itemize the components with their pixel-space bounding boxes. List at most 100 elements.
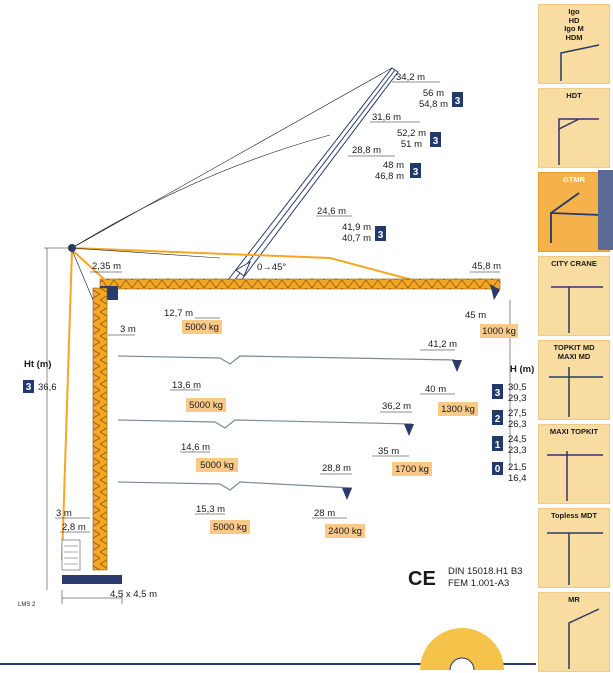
h-badge-2-text: 2	[495, 414, 501, 425]
crane-thumbnail-icon	[550, 192, 602, 243]
luffing-height-4b: 40,7 m	[342, 233, 371, 244]
luffing-reach-2: 31,6 m	[372, 112, 401, 123]
jib1-near: 12,7 m	[164, 308, 193, 319]
ht-badge	[23, 380, 34, 393]
main-jib	[71, 247, 501, 300]
footnote: LMS 2	[18, 602, 36, 608]
h-0b: 16,4	[508, 473, 527, 484]
model-mr[interactable]: MR	[538, 592, 610, 672]
jib3-tip-load-box	[392, 462, 432, 476]
model-topkit-md[interactable]: TOPKIT MD MAXI MD	[538, 340, 610, 420]
dim-3m-bottom: 3 m	[56, 508, 72, 519]
jib4-max: 28,8 m	[322, 463, 351, 474]
luffing-badge-1	[452, 92, 463, 107]
luffing-height-3a: 48 m	[383, 160, 404, 171]
crane-diagram: 34,2 m 56 m 54,8 m 3 31,6 m 52,2 m 51 m …	[0, 67, 536, 670]
luffing-badge-1-text: 3	[455, 96, 461, 107]
jib4-tip-load-box	[325, 524, 365, 538]
luffing-jib	[71, 67, 399, 283]
h-badge-0-text: 0	[495, 464, 501, 475]
crane-thumbnail-icon	[547, 451, 603, 501]
jib2-tip: 40 m	[425, 384, 446, 395]
luffing-badge-3-text: 3	[413, 167, 419, 178]
h-2a: 27,5	[508, 408, 527, 419]
model-city-crane[interactable]: CITY CRANE	[538, 256, 610, 336]
model-panel: Igo HD Igo M HDM HDT GTMR CITY CRANE TOP…	[536, 0, 613, 672]
h-2b: 26,3	[508, 419, 527, 430]
jib2-near-load: 5000 kg	[189, 400, 223, 411]
luffing-badge-2-text: 3	[433, 136, 439, 147]
jib1-max: 45,8 m	[472, 261, 501, 272]
luffing-badge-4	[375, 226, 386, 241]
luffing-reach-4: 24,6 m	[317, 206, 346, 217]
jib3-tip-load: 1700 kg	[395, 464, 429, 475]
luffing-badge-3	[410, 163, 421, 178]
h-1b: 23,3	[508, 445, 527, 456]
jib3-near-load-box	[196, 458, 238, 472]
h-badge-1	[492, 436, 503, 451]
norm-din: DIN 15018.H1 B3	[448, 566, 522, 577]
jib2-max: 41,2 m	[428, 339, 457, 350]
model-label: GTMR	[562, 175, 586, 184]
ht-value: 36,6	[38, 382, 57, 393]
luffing-height-2b: 51 m	[401, 139, 422, 150]
jib1-tip-load-box	[480, 324, 518, 338]
jib4-near-load-box	[210, 520, 250, 534]
luffing-height-3b: 46,8 m	[375, 171, 404, 182]
luffing-height-1a: 56 m	[423, 88, 444, 99]
jib2-near-load-box	[186, 398, 226, 412]
scrollbar-thumb[interactable]	[598, 170, 613, 250]
norm-fem: FEM 1.001-A3	[448, 578, 509, 589]
crane-thumbnail-icon	[560, 44, 600, 81]
jib2-near: 13,6 m	[172, 380, 201, 391]
luffing-height-1b: 54,8 m	[419, 99, 448, 110]
model-topless-mdt[interactable]: Topless MDT	[538, 508, 610, 588]
jib1-near-load: 5000 kg	[185, 322, 219, 333]
h-badge-3	[492, 384, 503, 399]
luffing-reach-1: 34,2 m	[396, 72, 425, 83]
h-badge-3-text: 3	[495, 388, 501, 399]
jib3-near: 14,6 m	[181, 442, 210, 453]
luffing-badge-2	[430, 132, 441, 147]
tower-mast	[61, 244, 122, 584]
ht-label: Ht (m)	[24, 359, 51, 370]
model-label: MR	[568, 595, 580, 604]
model-igo[interactable]: Igo HD Igo M HDM	[538, 4, 610, 84]
model-maxi-topkit[interactable]: MAXI TOPKIT	[538, 424, 610, 504]
jib3-tip: 35 m	[378, 446, 399, 457]
jib3-near-load: 5000 kg	[200, 460, 234, 471]
model-label: CITY CRANE	[551, 259, 597, 268]
dim-3m-top: 3 m	[120, 324, 136, 335]
h-1a: 24,5	[508, 434, 527, 445]
luffing-angle: 0→45°	[257, 262, 286, 273]
jib4-near-load: 5000 kg	[213, 522, 247, 533]
ce-mark: CE	[408, 568, 436, 590]
jib-alternatives	[117, 355, 456, 491]
luffing-reach-3: 28,8 m	[352, 145, 381, 156]
h-0a: 21,5	[508, 462, 527, 473]
model-label: HDT	[566, 91, 582, 100]
luffing-height-4a: 41,9 m	[342, 222, 371, 233]
model-label: MAXI TOPKIT	[549, 427, 599, 436]
model-hdt[interactable]: HDT	[538, 88, 610, 168]
luffing-height-2a: 52,2 m	[397, 128, 426, 139]
crane-thumbnail-icon	[568, 608, 600, 669]
h-label: H (m)	[510, 364, 534, 375]
jib1-near-load-box	[182, 320, 222, 334]
jib1-tip: 45 m	[465, 310, 486, 321]
h-badge-0	[492, 462, 503, 475]
hooks	[342, 360, 462, 500]
jib1-tip-load: 1000 kg	[482, 326, 516, 337]
jib3-max: 36,2 m	[382, 401, 411, 412]
ht-badge-text: 3	[26, 382, 32, 393]
jib4-tip: 28 m	[314, 508, 335, 519]
h-badge-1-text: 1	[495, 440, 501, 451]
h-badge-2	[492, 410, 503, 425]
crane-thumbnail-icon	[547, 532, 603, 585]
model-label: Topless MDT	[550, 511, 598, 520]
dim-2-8: 2,8 m	[62, 522, 86, 533]
h-3a: 30,5	[508, 382, 527, 393]
globe-logo	[0, 628, 536, 670]
jib4-tip-load: 2400 kg	[328, 526, 362, 537]
jib4-near: 15,3 m	[196, 504, 225, 515]
